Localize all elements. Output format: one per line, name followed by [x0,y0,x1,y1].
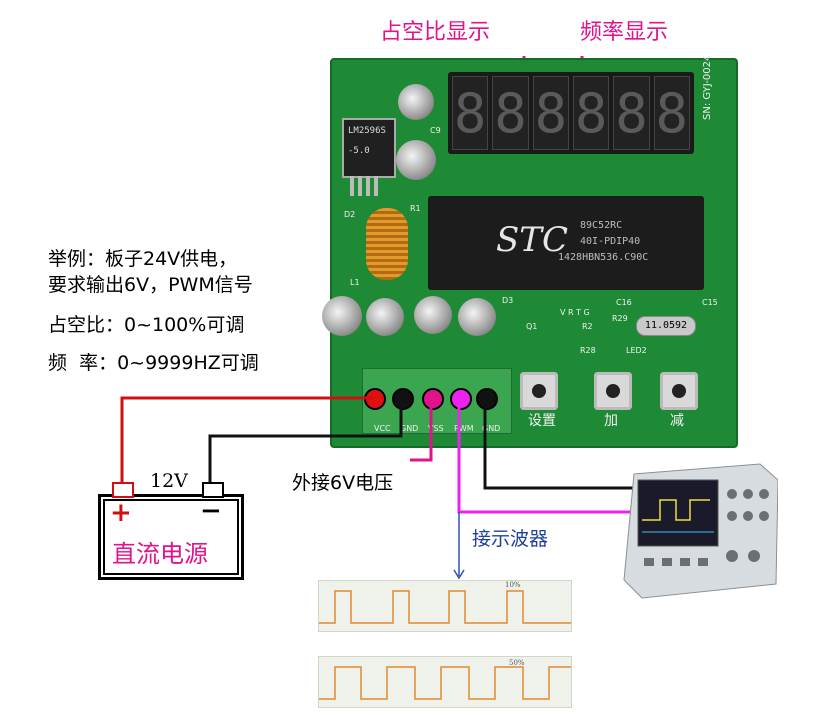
note-line-2: 要求输出6V，PWM信号 [48,274,253,296]
waveform-bottom-label: 50% [509,659,525,667]
terminal-pwm[interactable] [450,388,472,410]
regulator-label: LM2596S [348,126,386,136]
regulator-pins [350,176,382,196]
label-c15: C15 [702,298,718,307]
set-button[interactable] [520,372,558,410]
plus-button[interactable] [594,372,632,410]
label-r28: R28 [580,346,596,355]
inductor-coil [366,208,408,280]
set-button-label: 设置 [528,413,556,429]
label-q1: Q1 [526,322,538,331]
minus-button[interactable] [660,372,698,410]
battery [98,494,244,580]
digit-3: 8 [532,76,569,150]
waveform-top: 10% [318,580,572,632]
label-d3: D3 [502,296,514,305]
freq-display-title: 频率显示 [580,20,669,45]
chip-brand: STC [496,220,568,260]
oscilloscope [623,463,778,599]
terminal-label-vss: VSS [428,424,444,433]
plus-button-label: 加 [604,413,618,429]
digit-4: 8 [572,76,610,150]
capacitor-3 [322,296,362,336]
regulator-ic: LM2596S -5.0 [342,118,396,178]
terminal-label-gnd-2: GND [482,424,501,433]
label-c16: C16 [616,298,632,307]
label-c9: C9 [430,126,441,135]
chip-code: 1428HBN536.C90C [558,252,649,263]
blue-arrow-head [453,569,465,580]
waveform-top-trace [319,590,571,624]
capacitor-6 [458,298,496,336]
waveform-top-label: 10% [505,581,521,589]
battery-minus: − [200,496,222,526]
note-line-3: 占空比：0~100%可调 [48,314,245,336]
battery-voltage: 12V [150,470,188,492]
black-wire-1 [208,398,403,488]
duty-display-title: 占空比显示 [380,20,491,45]
terminal-vss[interactable] [422,388,444,410]
digit-6: 8 [653,76,690,150]
label-led2: LED2 [626,346,647,355]
battery-plus: + [110,498,132,528]
capacitor-c9 [398,84,434,120]
crystal: 11.0592 [636,316,696,336]
label-r29: R29 [612,314,628,323]
mcu-chip: STC 89C52RC 40I-PDIP40 1428HBN536.C90C [428,196,704,290]
terminal-gnd-2[interactable] [476,388,498,410]
terminal-label-vcc: VCC [374,424,391,433]
red-wire [120,396,373,488]
chip-model: 89C52RC [580,220,623,231]
regulator-sub-label: -5.0 [348,146,370,156]
black-wire-2 [483,398,636,490]
capacitor-2 [396,140,436,180]
digit-1: 8 [452,76,489,150]
terminal-gnd-1[interactable] [392,388,414,410]
magenta-wire-ext [410,398,433,462]
label-r2: R2 [582,322,593,331]
terminal-label-gnd-1: GND [400,424,419,433]
minus-button-label: 减 [670,413,684,429]
note-line-4: 频 率：0~9999HZ可调 [48,352,259,374]
seven-segment-display: 8 8 8 8 8 8 [448,72,694,154]
label-r1: R1 [410,204,421,213]
waveform-bottom: 50% [318,656,572,708]
waveform-bottom-trace [319,666,571,700]
scope-connection-label: 接示波器 [472,528,549,550]
capacitor-4 [366,298,404,336]
capacitor-5 [414,296,452,334]
label-d2: D2 [344,210,356,219]
battery-label: 直流电源 [112,540,208,568]
terminal-label-pwm: PWM [454,424,474,433]
note-line-1: 举例：板子24V供电， [48,248,238,270]
label-l1: L1 [350,278,360,287]
chip-sub: 40I-PDIP40 [580,236,641,247]
ext-supply-label: 外接6V电压 [292,472,394,494]
digit-2: 8 [492,76,529,150]
battery-positive-terminal [112,482,134,498]
digit-5: 8 [613,76,650,150]
label-vrtg: V R T G [560,308,590,317]
battery-negative-terminal [202,482,224,498]
